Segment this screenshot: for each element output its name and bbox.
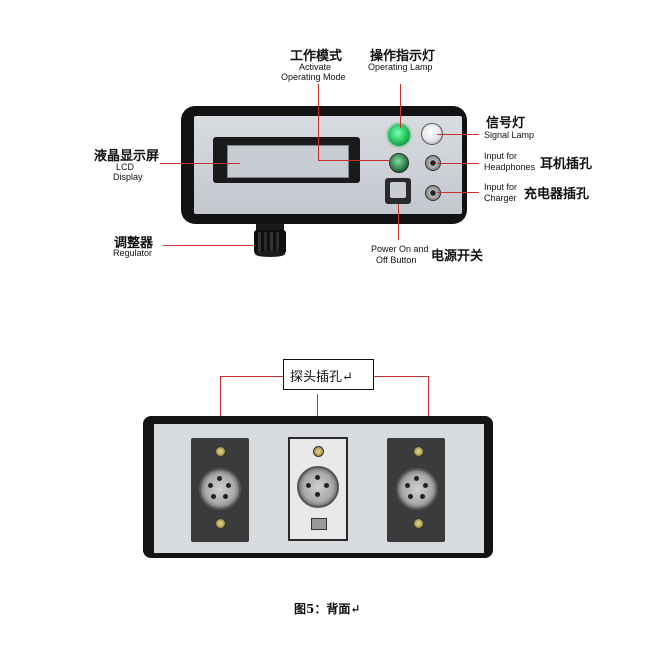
callout-line-regulator — [163, 245, 253, 246]
label-charger-en-1: Input for — [484, 182, 518, 192]
label-activate-en-2: Operating Mode — [281, 72, 346, 82]
screw-icon — [413, 518, 424, 529]
screw-icon — [215, 446, 226, 457]
label-signal-zh: 信号灯 — [486, 116, 526, 131]
figure-caption: 图5：背面↵ — [294, 602, 361, 616]
label-lcd-en-1: LCD — [116, 162, 135, 172]
label-activate-en-1: Activate — [299, 62, 332, 72]
power-button-cap — [390, 182, 406, 198]
regulator-knob[interactable] — [252, 224, 288, 258]
label-lamp-en: Operating Lamp — [368, 62, 433, 72]
callout-line-probe-left-h — [220, 376, 283, 377]
callout-line-lcd — [160, 163, 240, 164]
screw-icon — [313, 446, 324, 457]
label-lamp-zh: 操作指示灯 — [370, 49, 436, 64]
label-lcd-en-2: Display — [113, 172, 143, 182]
label-charger-zh: 充电器插孔 — [524, 187, 590, 202]
label-activate-zh: 工作模式 — [290, 49, 343, 64]
callout-line-probe-left-v — [220, 376, 221, 451]
label-power-en-2: Off Button — [376, 255, 417, 265]
label-headphones-en-1: Input for — [484, 151, 518, 161]
label-headphones-en-2: Headphones — [484, 162, 536, 172]
callout-line-charger — [437, 192, 479, 193]
charger-jack[interactable] — [425, 185, 441, 201]
callout-line-power — [398, 204, 399, 240]
callout-line-probe-right-v — [428, 376, 429, 451]
label-regulator-zh: 调整器 — [114, 236, 154, 251]
probe-jack-middle[interactable] — [297, 466, 339, 508]
operating-lamp — [388, 124, 410, 146]
mount-block-icon — [311, 518, 327, 530]
probe-jack-right[interactable] — [396, 468, 438, 510]
lcd-display — [227, 145, 349, 178]
label-power-en-1: Power On and — [371, 244, 429, 254]
label-headphones-zh: 耳机插孔 — [540, 157, 593, 172]
label-lcd-zh: 液晶显示屏 — [94, 149, 160, 164]
screw-icon — [215, 518, 226, 529]
probe-jack-left[interactable] — [199, 468, 241, 510]
label-signal-en: Signal Lamp — [484, 130, 535, 140]
callout-line-activate-h — [318, 160, 390, 161]
callout-line-probe-right-h — [374, 376, 428, 377]
label-charger-en-2: Charger — [484, 193, 517, 203]
label-regulator-en: Regulator — [113, 248, 153, 258]
probe-jack-callout — [283, 359, 374, 390]
callout-line-lamp — [400, 84, 401, 128]
callout-line-headphones — [437, 163, 479, 164]
callout-line-activate — [318, 84, 319, 160]
screw-icon — [413, 446, 424, 457]
label-power-zh: 电源开关 — [431, 249, 484, 264]
callout-line-signal — [437, 134, 479, 135]
label-probe-jack: 探头插孔↵ — [290, 370, 353, 385]
activate-mode-button[interactable] — [389, 153, 409, 173]
